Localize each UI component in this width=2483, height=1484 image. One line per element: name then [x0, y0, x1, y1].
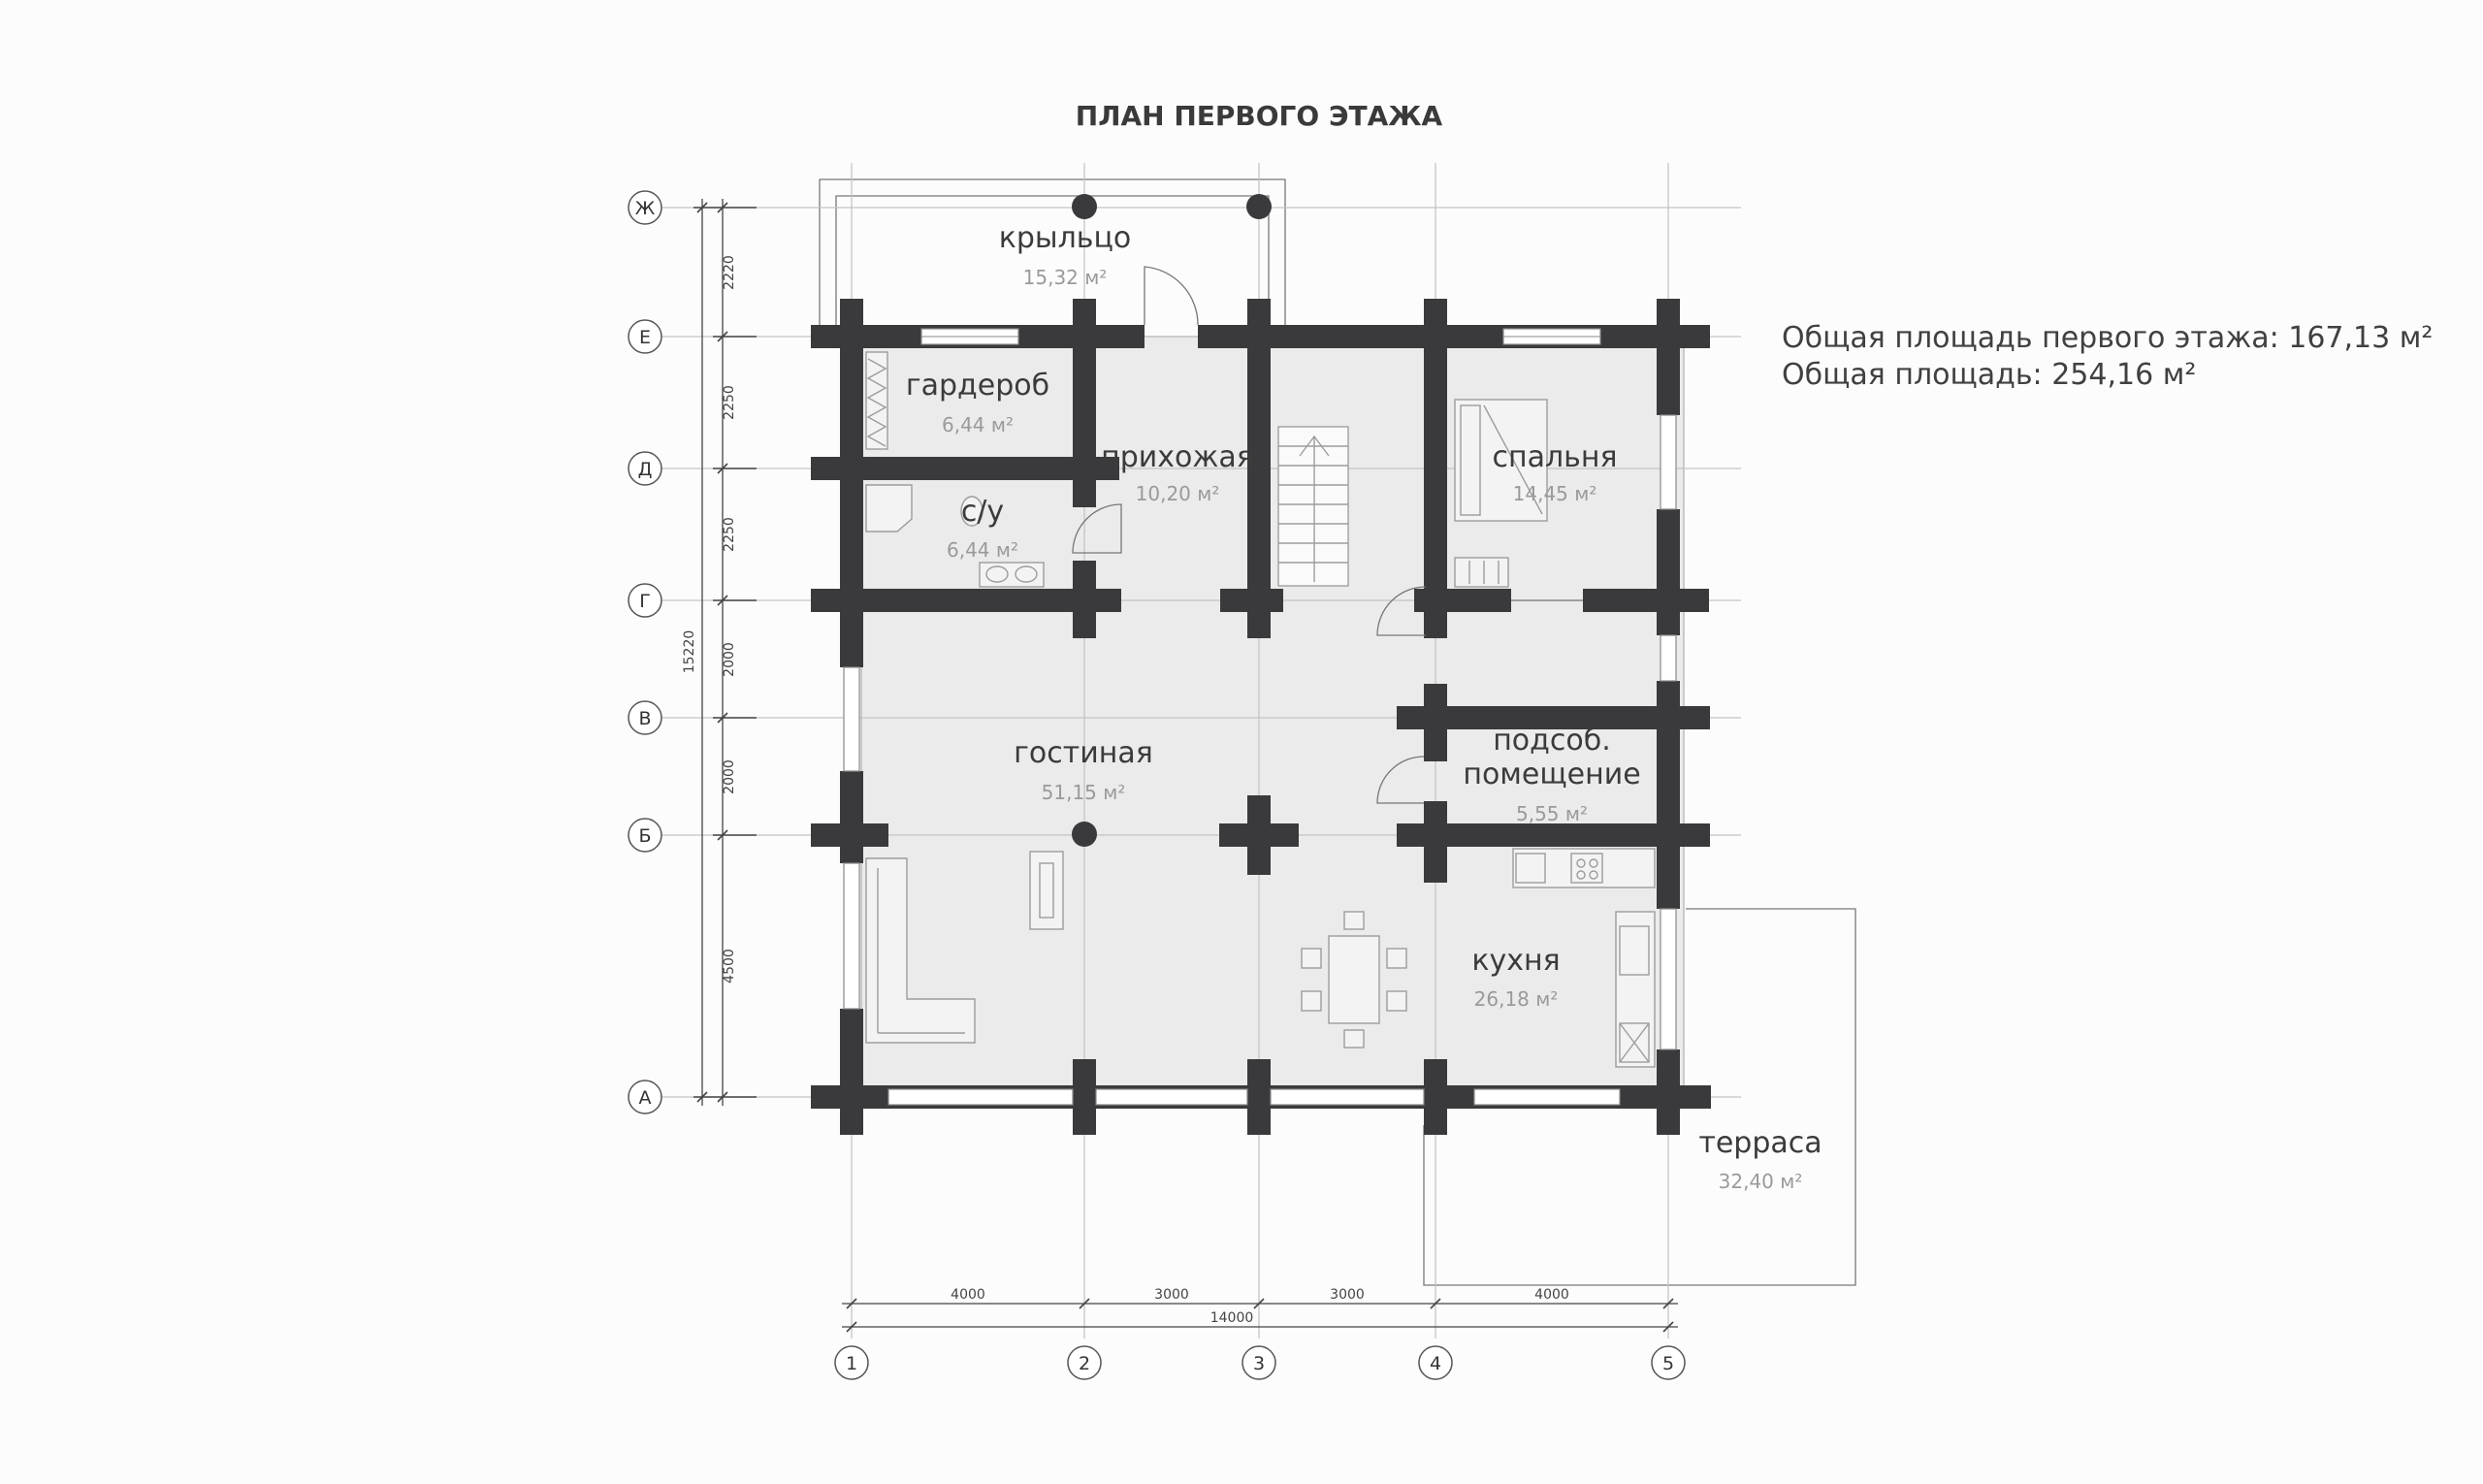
terrace-outline [1423, 908, 1856, 1286]
room-area-hall: 10,20 м² [1136, 482, 1220, 505]
dim-v-1: 2220 [722, 255, 737, 290]
vertical-dimensions: 2220 2250 2250 2000 2000 4500 15220 [682, 199, 757, 1106]
dim-h-total: 14000 [1210, 1310, 1254, 1326]
room-kitchen: кухня 26,18 м² [1471, 944, 1560, 1011]
axis-marker-row-g: Г [628, 583, 662, 618]
axis-label-row-g: Г [639, 591, 651, 612]
room-area-terrace: 32,40 м² [1719, 1170, 1803, 1193]
room-utility: подсоб. помещение 5,55 м² [1463, 724, 1640, 825]
room-living: гостиная 51,15 м² [1014, 736, 1153, 804]
windows [843, 328, 1677, 1106]
horizontal-dimensions: 4000 3000 3000 4000 14000 [842, 1287, 1678, 1333]
axis-marker-col-2: 2 [1067, 1345, 1102, 1380]
axis-marker-row-d: Д [628, 451, 662, 486]
axis-label-row-e: Е [639, 327, 651, 348]
room-name-porch: крыльцо [999, 221, 1131, 255]
room-porch: крыльцо 15,32 м² [999, 221, 1131, 289]
column-axis-markers: 1 2 3 4 5 [834, 1345, 1686, 1380]
porch-outline [819, 178, 1286, 337]
room-area-living: 51,15 м² [1042, 781, 1126, 804]
room-name-living: гостиная [1014, 736, 1153, 770]
axis-marker-row-b: Б [628, 818, 662, 853]
room-name-wardrobe: гардероб [906, 369, 1049, 403]
room-area-porch: 15,32 м² [1023, 266, 1108, 289]
axis-marker-col-1: 1 [834, 1345, 869, 1380]
axis-marker-row-a: А [628, 1080, 662, 1114]
axis-label-col-2: 2 [1079, 1353, 1090, 1374]
row-axis-markers: Ж Е Д Г В Б А [628, 190, 662, 1114]
room-bedroom: спальня 14,45 м² [1492, 440, 1617, 505]
room-area-wardrobe: 6,44 м² [942, 413, 1014, 436]
axis-label-col-4: 4 [1430, 1353, 1441, 1374]
room-area-kitchen: 26,18 м² [1474, 987, 1559, 1011]
room-hall: прихожая 10,20 м² [1101, 440, 1254, 505]
staircase [1277, 426, 1349, 587]
dim-h-2: 3000 [1154, 1287, 1189, 1303]
dim-h-1: 4000 [951, 1287, 985, 1303]
axis-marker-row-zh: Ж [628, 190, 662, 225]
dim-v-6: 4500 [722, 949, 737, 984]
plan-title: ПЛАН ПЕРВОГО ЭТАЖА [1076, 100, 1443, 132]
axis-marker-col-3: 3 [1242, 1345, 1276, 1380]
axis-label-col-5: 5 [1662, 1353, 1674, 1374]
axis-label-col-1: 1 [846, 1353, 857, 1374]
dim-v-3: 2250 [722, 517, 737, 552]
first-floor-area: Общая площадь первого этажа: 167,13 м² [1782, 321, 2433, 355]
dim-v-total: 15220 [682, 630, 697, 674]
doors [1072, 266, 1583, 804]
dim-v-4: 2000 [722, 642, 737, 677]
room-name-hall: прихожая [1101, 440, 1254, 474]
room-name-utility-1: подсоб. [1493, 724, 1611, 758]
axis-label-row-a: А [639, 1087, 652, 1109]
furniture [865, 351, 1656, 1068]
room-name-terrace: терраса [1698, 1126, 1822, 1160]
axis-marker-row-e: Е [628, 319, 662, 354]
dim-h-4: 4000 [1534, 1287, 1569, 1303]
room-name-kitchen: кухня [1471, 944, 1560, 978]
axis-label-row-v: В [638, 708, 651, 729]
room-terrace: терраса 32,40 м² [1698, 1126, 1822, 1193]
room-area-bathroom: 6,44 м² [947, 538, 1018, 562]
room-name-bathroom: с/у [961, 495, 1004, 529]
room-name-utility-2: помещение [1463, 758, 1640, 791]
axis-label-row-zh: Ж [635, 198, 656, 219]
dim-v-2: 2250 [722, 385, 737, 420]
axis-label-row-b: Б [638, 825, 651, 847]
total-area: Общая площадь: 254,16 м² [1782, 358, 2196, 392]
room-area-utility: 5,55 м² [1516, 802, 1588, 825]
room-bathroom: с/у 6,44 м² [947, 495, 1018, 562]
dim-h-3: 3000 [1330, 1287, 1365, 1303]
axis-label-row-d: Д [638, 459, 653, 480]
room-area-bedroom: 14,45 м² [1513, 482, 1597, 505]
axis-marker-row-v: В [628, 700, 662, 735]
axis-marker-col-5: 5 [1651, 1345, 1686, 1380]
axis-marker-col-4: 4 [1418, 1345, 1453, 1380]
room-name-bedroom: спальня [1492, 440, 1617, 474]
axis-label-col-3: 3 [1253, 1353, 1265, 1374]
room-wardrobe: гардероб 6,44 м² [906, 369, 1049, 436]
dim-v-5: 2000 [722, 759, 737, 794]
